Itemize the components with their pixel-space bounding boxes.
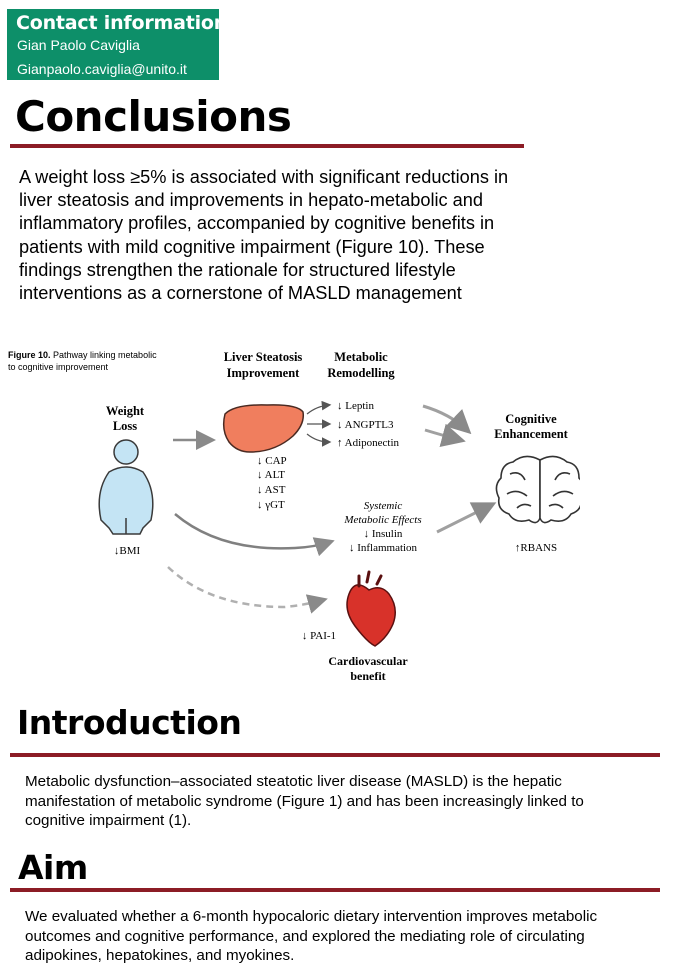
contact-name: Gian Paolo Caviglia bbox=[17, 37, 140, 53]
aim-divider bbox=[10, 888, 660, 892]
pai-label: ↓ PAI-1 bbox=[302, 630, 336, 642]
liver-icon bbox=[222, 404, 305, 453]
metabolic-item: ↓ Leptin bbox=[337, 400, 374, 412]
introduction-heading: Introduction bbox=[17, 703, 242, 742]
cognitive-header-1: Cognitive bbox=[505, 412, 557, 426]
cardio-label-2: benefit bbox=[350, 669, 385, 683]
introduction-divider bbox=[10, 753, 660, 757]
contact-title: Contact information bbox=[16, 12, 228, 34]
figure-caption-line1: Pathway linking metabolic bbox=[51, 350, 158, 360]
conclusions-text: A weight loss ≥5% is associated with sig… bbox=[19, 167, 509, 304]
liver-marker: ↓ AST bbox=[257, 484, 286, 496]
introduction-text: Metabolic dysfunction–associated steatot… bbox=[25, 773, 584, 830]
figure-10-diagram: Figure 10. Pathway linking metabolic to … bbox=[8, 350, 580, 683]
systemic-header-1: Systemic bbox=[364, 500, 403, 512]
arrow-systemic-to-cognition bbox=[436, 502, 497, 534]
contact-box: Contact information Gian Paolo Caviglia … bbox=[7, 9, 227, 80]
metabolic-item: ↓ ANGPTL3 bbox=[337, 419, 394, 431]
arrow-to-cardio bbox=[167, 566, 328, 614]
arrow-to-adiponectin bbox=[306, 433, 332, 447]
contact-email[interactable]: Gianpaolo.caviglia@unito.it bbox=[17, 61, 187, 77]
cognitive-header-2: Enhancement bbox=[494, 427, 568, 441]
person-icon bbox=[98, 439, 154, 535]
conclusions-heading: Conclusions bbox=[15, 92, 292, 141]
systemic-header-2: Metabolic Effects bbox=[343, 514, 421, 526]
arrow-to-systemic bbox=[174, 513, 335, 557]
rbans-label: ↑RBANS bbox=[515, 542, 557, 554]
weight-loss-label-2: Loss bbox=[113, 419, 137, 433]
liver-header-1: Liver Steatosis bbox=[224, 350, 303, 364]
arrow-to-leptin bbox=[306, 400, 332, 415]
figure-caption-label: Figure 10. bbox=[8, 350, 51, 360]
arrow-to-cognition-1 bbox=[422, 404, 472, 435]
heart-icon bbox=[346, 570, 396, 647]
liver-marker: ↓ γGT bbox=[257, 499, 285, 511]
systemic-item: ↓ Inflammation bbox=[349, 542, 418, 554]
systemic-item: ↓ Insulin bbox=[364, 528, 403, 540]
liver-marker: ↓ ALT bbox=[257, 469, 285, 481]
cardio-label-1: Cardiovascular bbox=[328, 654, 408, 668]
conclusions-divider bbox=[10, 144, 524, 148]
figure-caption: Figure 10. Pathway linking metabolic bbox=[8, 350, 157, 360]
figure-caption-line2: to cognitive improvement bbox=[8, 362, 109, 372]
brain-icon bbox=[495, 455, 580, 524]
liver-header-2: Improvement bbox=[227, 366, 301, 380]
weight-loss-label-1: Weight bbox=[106, 404, 145, 418]
metabolic-header-2: Remodelling bbox=[327, 366, 395, 380]
aim-heading: Aim bbox=[18, 848, 88, 887]
metabolic-header-1: Metabolic bbox=[334, 350, 388, 364]
metabolic-item: ↑ Adiponectin bbox=[337, 437, 400, 449]
arrow-to-cognition-2 bbox=[424, 423, 466, 447]
aim-text: We evaluated whether a 6-month hypocalor… bbox=[25, 908, 598, 965]
liver-marker: ↓ CAP bbox=[257, 455, 287, 467]
bmi-label: ↓BMI bbox=[114, 545, 141, 557]
